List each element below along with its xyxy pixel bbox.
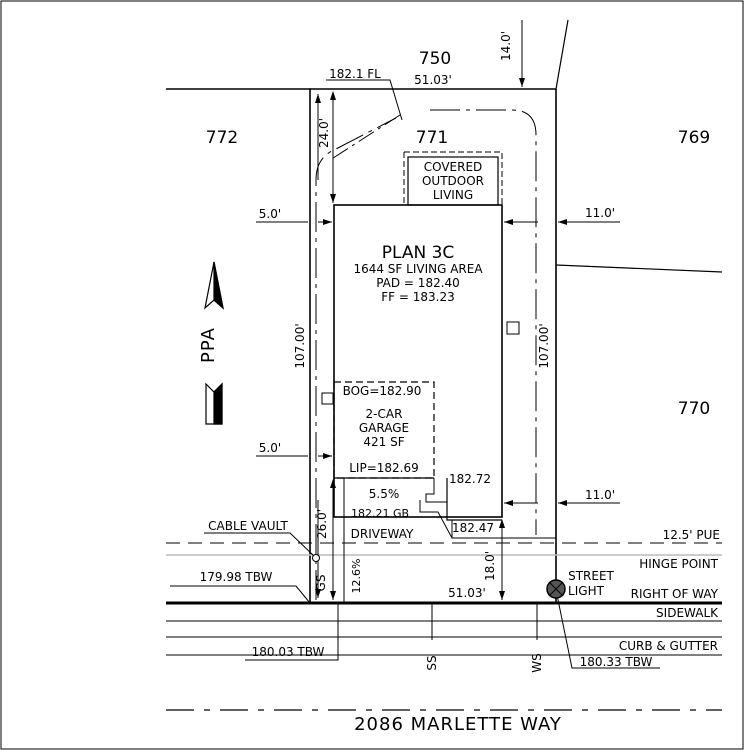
rear-setback-dim: 24.0' [317,118,331,148]
garage-corner-1: 182.72 [449,472,491,486]
tbw-front-label: 180.03 TBW [252,645,325,659]
sidewalk-label: SIDEWALK [656,606,719,620]
street-light-line1: STREET [568,569,614,583]
garage-step-detail [425,478,448,503]
driveway-gb: 182.21 GB [351,507,409,520]
cable-vault-leader [204,532,315,557]
north-arrow-icon [204,261,224,425]
garage-corner-2: 182.47 [452,521,494,535]
tbw-left-label: 179.98 TBW [200,570,273,584]
living-area: 1644 SF LIVING AREA [353,262,483,276]
garage-line3: 421 SF [363,435,404,449]
covered-outdoor-living-box [407,156,499,206]
garage-line2: GARAGE [359,421,409,435]
street-light-icon [546,579,566,599]
house [321,151,520,518]
plan-name: PLAN 3C [382,243,455,263]
lot-769: 769 [678,128,710,148]
neighbor-line-north [555,19,569,90]
right-of-way-label: RIGHT OF WAY [631,587,719,601]
side-small-box [506,321,520,335]
side-right-top-dim: 11.0' [585,206,615,220]
front-setback-dim: 26.0' [315,509,329,539]
rear-width-dim: 51.03' [414,73,452,87]
fl-leader-dash [329,114,401,161]
cable-vault-label: CABLE VAULT [208,519,288,533]
dimension-lines [256,20,620,600]
front-width-dim: 51.03' [448,586,486,600]
driveway-right-edge [446,478,502,521]
leader-lines [170,79,660,669]
hinge-point-label: HINGE POINT [639,557,718,571]
driveway-flare-right [419,500,556,539]
covered-outdoor-line2: OUTDOOR [422,174,484,188]
side-left-top-dim: 5.0' [259,207,281,221]
driveway-label: DRIVEWAY [351,527,414,541]
garage-small-box [321,392,334,405]
setback-right [430,109,537,535]
driveway-steep-slope: 12.6% [350,559,363,594]
right-depth-dim: 107.00' [537,323,551,368]
bog-elev: BOG=182.90 [343,384,422,398]
ws-label: WS [530,653,544,672]
curb-gutter-label: CURB & GUTTER [619,639,718,653]
north-offset-dim: 14.0' [499,31,513,61]
lot-lines [166,19,723,603]
north-arrow-label: PPA [198,327,219,363]
lot-772: 772 [206,128,238,148]
tbw-left-leader [170,585,311,604]
tbw-right-leader [555,589,660,669]
garage-line1: 2-CAR [366,407,403,421]
ff-elev: FF = 183.23 [381,290,454,304]
tbw-right-label: 180.33 TBW [580,655,653,669]
driveway-slope: 5.5% [369,487,400,501]
gs-label: GS [314,575,328,592]
frontage-lines [166,542,722,711]
lip-elev: LIP=182.69 [349,461,419,475]
side-right-bottom-dim: 11.0' [585,488,615,502]
side-left-bottom-dim: 5.0' [259,441,281,455]
fl-leader [326,79,403,121]
rear-fl-elev: 182.1 FL [329,67,381,81]
ss-label: SS [425,655,439,670]
tbw-front-leader [245,603,339,661]
pad-elev: PAD = 182.40 [376,276,460,290]
lot-750: 750 [419,49,451,69]
pue-label: 12.5' PUE [663,528,720,542]
street-name: 2086 MARLETTE WAY [354,714,562,735]
cable-vault-icon [312,554,320,562]
lot-770: 770 [678,399,710,419]
front-right-setback-dim: 18.0' [483,551,497,581]
lot-771: 771 [416,128,448,148]
street-light-line2: LIGHT [568,584,605,598]
neighbor-line-east [555,264,723,273]
setback-envelope [315,109,537,600]
left-depth-dim: 107.00' [293,323,307,368]
setback-left [315,117,397,600]
covered-outdoor-line3: LIVING [433,188,473,202]
covered-outdoor-living-dash [403,151,503,205]
covered-outdoor-line1: COVERED [424,160,483,174]
